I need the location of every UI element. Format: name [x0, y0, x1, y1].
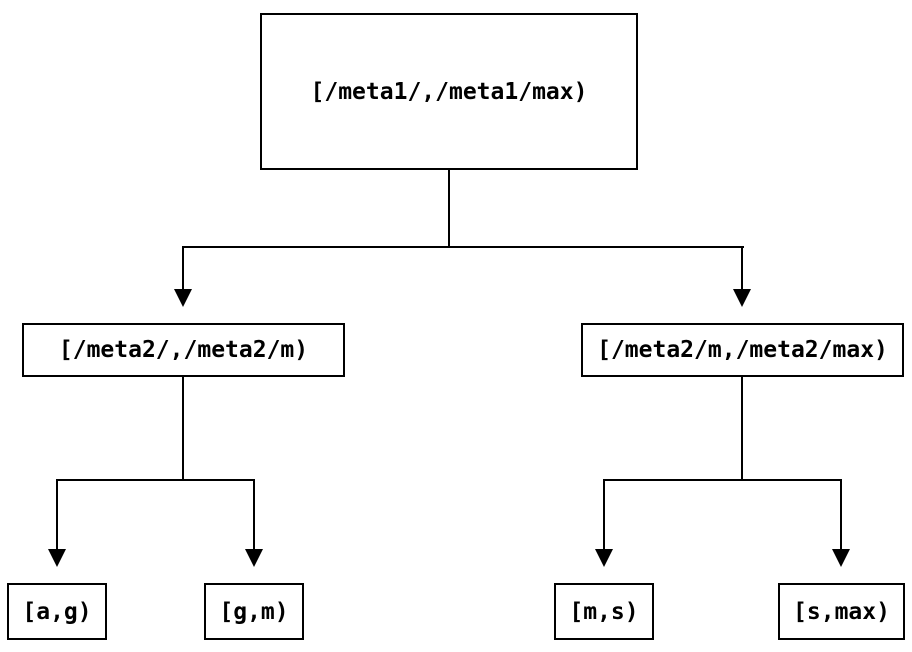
connector-right-stem	[741, 377, 743, 481]
node-leaf-smax: [s,max)	[778, 583, 905, 640]
connector-tier1-right-drop	[741, 246, 743, 291]
node-leaf-gm: [g,m)	[204, 583, 304, 640]
connector-left-stem	[182, 377, 184, 481]
arrow-down-icon	[595, 549, 613, 567]
node-meta2-left-range: [/meta2/,/meta2/m)	[22, 323, 345, 377]
arrow-down-icon	[174, 289, 192, 307]
connector-root-stem	[448, 170, 450, 247]
connector-tier2-left-horizontal	[56, 479, 255, 481]
arrow-down-icon	[832, 549, 850, 567]
node-leaf-ms: [m,s)	[554, 583, 654, 640]
connector-tier1-left-drop	[182, 246, 184, 291]
connector-leaf-ag-drop	[56, 479, 58, 549]
connector-leaf-gm-drop	[253, 479, 255, 549]
connector-leaf-ms-drop	[603, 479, 605, 549]
arrow-down-icon	[48, 549, 66, 567]
connector-leaf-smax-drop	[840, 479, 842, 549]
node-meta2-right-range: [/meta2/m,/meta2/max)	[581, 323, 904, 377]
node-root-range: [/meta1/,/meta1/max)	[260, 13, 638, 170]
connector-tier1-horizontal	[182, 246, 744, 248]
arrow-down-icon	[733, 289, 751, 307]
arrow-down-icon	[245, 549, 263, 567]
node-leaf-ag: [a,g)	[7, 583, 107, 640]
connector-tier2-right-horizontal	[603, 479, 842, 481]
